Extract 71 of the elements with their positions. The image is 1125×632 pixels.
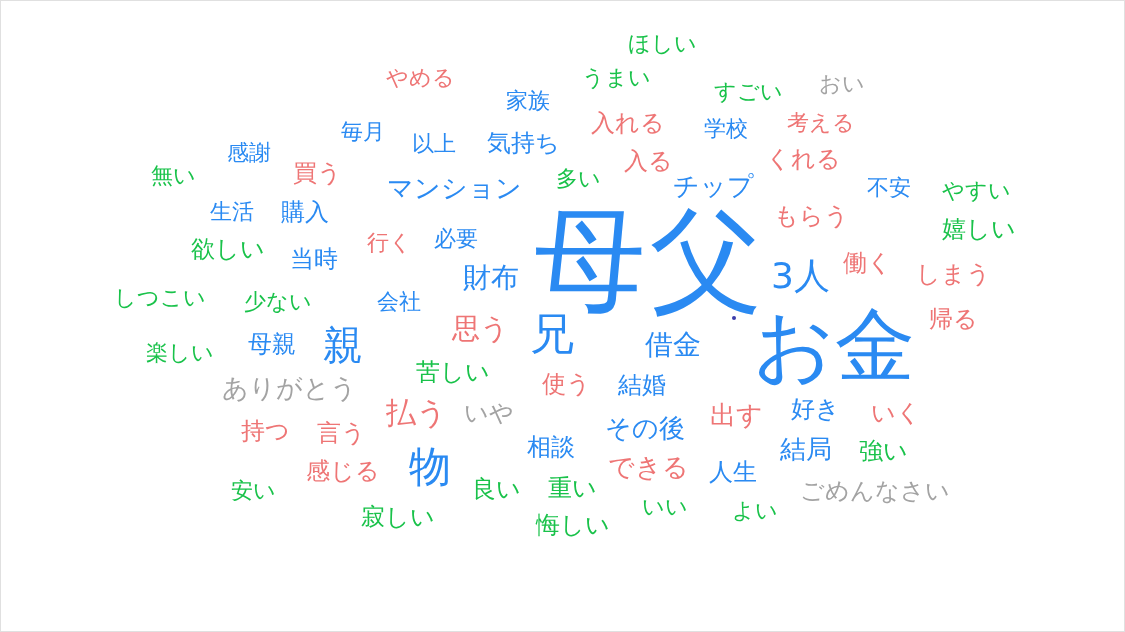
word-label: 財布	[463, 264, 519, 292]
word-label: やめる	[386, 67, 455, 89]
word-label: 好き	[791, 397, 840, 421]
word-label: 家族	[506, 90, 550, 112]
word-label: できる	[608, 454, 689, 480]
word-label: 借金	[645, 331, 701, 359]
word-label: よい	[732, 500, 778, 522]
word-label: いや	[464, 401, 514, 425]
word-label: いく	[871, 401, 921, 425]
word-label: 重い	[548, 476, 597, 500]
word-label: 学校	[704, 118, 748, 140]
word-label: 気持ち	[487, 131, 560, 155]
word-label: やすい	[942, 180, 1011, 202]
word-label: 母親	[248, 332, 296, 356]
word-label: 少ない	[244, 291, 312, 313]
word-label: 無い	[151, 165, 196, 187]
word-label: 安い	[231, 480, 276, 502]
word-label: 当時	[290, 247, 338, 271]
word-label: 不安	[867, 177, 911, 199]
word-label: 以上	[412, 133, 456, 155]
word-label: もらう	[774, 204, 849, 228]
word-label: 買う	[293, 161, 342, 185]
word-label: 苦しい	[416, 360, 490, 384]
word-label: 感じる	[306, 459, 380, 483]
word-label: 思う	[452, 315, 509, 343]
word-label: ほしい	[628, 33, 697, 55]
word-label: うまい	[582, 67, 651, 89]
word-label: 結局	[780, 436, 832, 462]
word-label: 良い	[472, 477, 521, 501]
word-label: 強い	[859, 439, 908, 463]
word-label: 必要	[434, 228, 478, 250]
word-label: 多い	[556, 168, 601, 190]
word-label: 嬉しい	[942, 217, 1016, 241]
word-label: 言う	[317, 421, 366, 445]
word-label: 結婚	[618, 373, 666, 397]
word-label: 兄	[530, 312, 574, 356]
word-label: 働く	[843, 251, 892, 275]
word-label: 毎月	[341, 121, 385, 143]
word-label: 払う	[386, 398, 447, 428]
word-label: 楽しい	[146, 342, 214, 364]
word-label: くれる	[766, 147, 841, 171]
word-label: しつこい	[114, 287, 206, 309]
word-label: チップ	[673, 173, 754, 199]
word-label: マンション	[387, 175, 522, 201]
word-label: その後	[605, 415, 685, 441]
word-label: 物	[409, 446, 451, 488]
word-label: 相談	[527, 435, 575, 459]
word-label: ありがとう	[222, 375, 357, 401]
word-label: おい	[819, 73, 865, 95]
word-label: ごめんなさい	[800, 479, 950, 503]
word-label: 欲しい	[191, 237, 265, 261]
word-label: 購入	[281, 200, 329, 224]
word-label: しまう	[916, 262, 991, 286]
word-label: 3人	[771, 258, 830, 294]
word-label: 人生	[709, 460, 757, 484]
word-label: 会社	[377, 291, 421, 313]
word-label: 考える	[787, 112, 855, 134]
word-label: 寂しい	[361, 505, 435, 529]
word-label: 出す	[710, 402, 763, 428]
word-label: すごい	[714, 81, 783, 103]
word-label: 感謝	[227, 142, 271, 164]
word-label: 入る	[624, 149, 673, 173]
word-label: 帰る	[929, 307, 978, 331]
word-label: 持つ	[241, 419, 290, 443]
word-label: 入れる	[591, 111, 665, 135]
word-label: 悔しい	[536, 513, 610, 537]
word-label: 行く	[367, 232, 412, 254]
word-label: 親	[323, 325, 363, 365]
word-label: 生活	[210, 201, 254, 223]
word-label: 使う	[542, 372, 591, 396]
word-label: いい	[642, 496, 688, 518]
